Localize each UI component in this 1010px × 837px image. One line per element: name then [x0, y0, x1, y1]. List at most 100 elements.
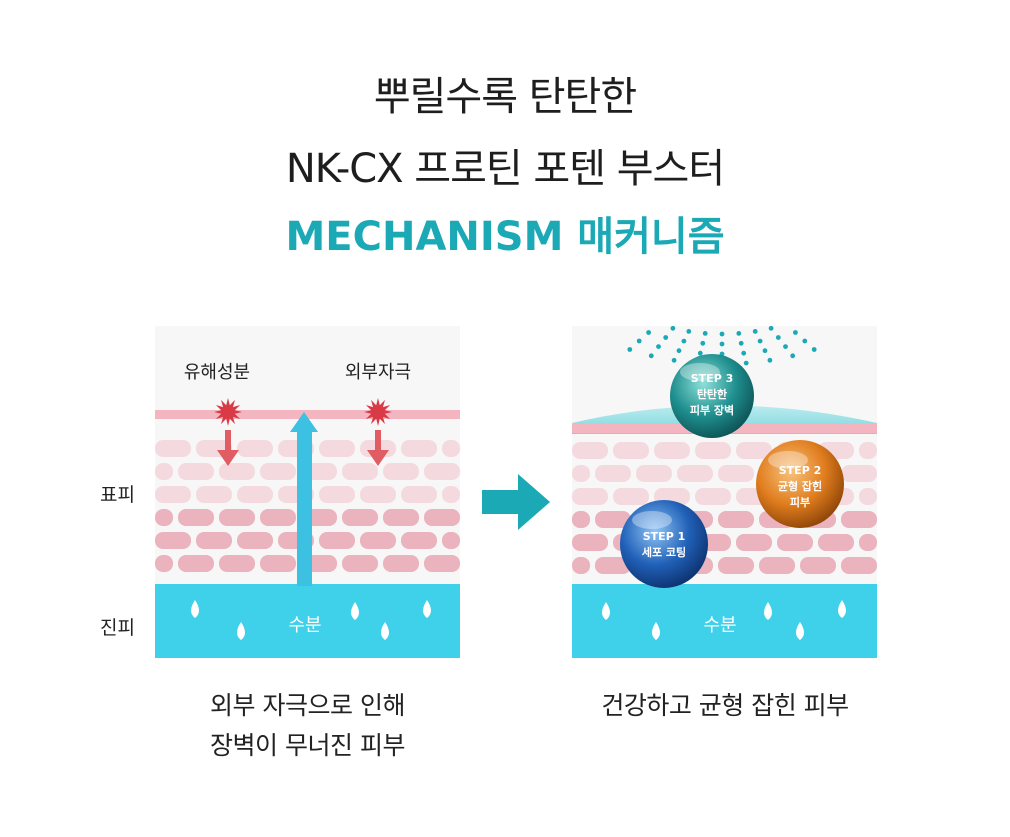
- moisture-label: 수분: [703, 615, 736, 636]
- step-1-line1: 세포 코팅: [642, 545, 686, 559]
- skin-cell: [572, 465, 590, 482]
- skin-cell: [818, 534, 854, 551]
- spray-dot: [663, 335, 668, 340]
- step-1-title: STEP 1: [643, 530, 686, 543]
- epidermis-label: 표피: [100, 480, 135, 507]
- skin-cell: [155, 440, 191, 457]
- dermis-label: 진피: [100, 613, 135, 640]
- skin-cell: [613, 488, 649, 505]
- skin-cell: [383, 463, 419, 480]
- skin-cell: [695, 488, 731, 505]
- skin-cell: [636, 465, 672, 482]
- skin-cell: [196, 532, 232, 549]
- skin-cell: [718, 465, 754, 482]
- skin-cell: [237, 440, 273, 457]
- skin-cell: [155, 486, 191, 503]
- spray-dot: [649, 353, 654, 358]
- skin-cell: [759, 557, 795, 574]
- spray-dot: [698, 351, 703, 356]
- skin-cell: [342, 555, 378, 572]
- skin-cell: [319, 532, 355, 549]
- spray-dot: [769, 326, 774, 331]
- skin-cell: [718, 511, 754, 528]
- spray-dot: [776, 335, 781, 340]
- skin-cell: [841, 511, 877, 528]
- skin-cell: [360, 532, 396, 549]
- spray-dot: [672, 358, 677, 363]
- skin-cell: [777, 534, 813, 551]
- skin-cell: [859, 488, 877, 505]
- spray-dot: [682, 339, 687, 344]
- spray-dot: [768, 358, 773, 363]
- title-line-1: 뿌릴수록 탄탄한: [0, 64, 1010, 122]
- spray-dot: [736, 331, 741, 336]
- title-mechanism: MECHANISM 매커니즘: [0, 204, 1010, 262]
- skin-cell: [736, 534, 772, 551]
- skin-cell: [800, 557, 836, 574]
- spray-dot: [686, 329, 691, 334]
- skin-cell: [360, 486, 396, 503]
- spray-dot: [744, 361, 749, 366]
- arrow-right-icon: [482, 474, 550, 530]
- skin-cell: [383, 555, 419, 572]
- skin-cell: [155, 532, 191, 549]
- step-3-sphere: STEP 3 탄탄한 피부 장벽: [670, 354, 754, 438]
- step-3-line1: 탄탄한: [697, 387, 727, 401]
- spray-dot: [783, 344, 788, 349]
- skin-cell: [178, 463, 214, 480]
- skin-cell: [155, 509, 173, 526]
- skin-cell: [595, 465, 631, 482]
- step-2-line2: 피부: [790, 495, 810, 509]
- spray-dot: [802, 339, 807, 344]
- skin-cell: [219, 555, 255, 572]
- step-3-title: STEP 3: [691, 372, 734, 385]
- spray-dot: [656, 344, 661, 349]
- skin-cell: [442, 486, 460, 503]
- spray-dot: [763, 348, 768, 353]
- step-1-sphere: STEP 1 세포 코팅: [620, 500, 708, 588]
- skin-cell: [424, 463, 460, 480]
- spray-dot: [793, 330, 798, 335]
- skin-cell: [572, 442, 608, 459]
- spray-dot: [758, 339, 763, 344]
- skin-cell: [155, 555, 173, 572]
- damaged-skin-panel: 유해성분 외부자극 수분: [155, 326, 460, 658]
- spray-dot: [739, 341, 744, 346]
- step-3-line2: 피부 장벽: [690, 403, 734, 417]
- skin-cell: [695, 442, 731, 459]
- skin-cell: [237, 486, 273, 503]
- skin-cell: [401, 486, 437, 503]
- skin-cell: [319, 440, 355, 457]
- spray-dot: [720, 342, 725, 347]
- caption-line-2: 장벽이 무너진 피부: [155, 726, 460, 766]
- healthy-skin-panel: STEP 3 탄탄한 피부 장벽 STEP 2 균형 잡힌 피부 STEP 1 …: [572, 326, 877, 658]
- spray-dot: [637, 339, 642, 344]
- spray-dot: [700, 341, 705, 346]
- harmful-label: 유해성분: [184, 362, 250, 383]
- spray-dot: [646, 330, 651, 335]
- spray-dot: [741, 351, 746, 356]
- skin-cell: [401, 532, 437, 549]
- skin-cell: [841, 557, 877, 574]
- step-2-line1: 균형 잡힌: [778, 479, 822, 493]
- spray-dot: [671, 326, 676, 331]
- skin-cell: [196, 486, 232, 503]
- skin-cell: [219, 509, 255, 526]
- skin-cell: [260, 509, 296, 526]
- skin-cell: [424, 555, 460, 572]
- spray-dot: [677, 348, 682, 353]
- healthy-skin-caption: 건강하고 균형 잡힌 피부: [560, 686, 890, 726]
- skin-cell: [219, 463, 255, 480]
- spray-dot: [703, 331, 708, 336]
- skin-cell: [155, 463, 173, 480]
- skin-cell: [424, 509, 460, 526]
- skin-cell: [841, 465, 877, 482]
- title-line-2: NK-CX 프로틴 포텐 부스터: [0, 136, 1010, 194]
- skin-cell: [442, 440, 460, 457]
- skin-cell: [342, 463, 378, 480]
- step-2-sphere: STEP 2 균형 잡힌 피부: [756, 440, 844, 528]
- skin-cell: [572, 488, 608, 505]
- spray-dot: [627, 347, 632, 352]
- skin-cell: [572, 557, 590, 574]
- skin-cell: [342, 509, 378, 526]
